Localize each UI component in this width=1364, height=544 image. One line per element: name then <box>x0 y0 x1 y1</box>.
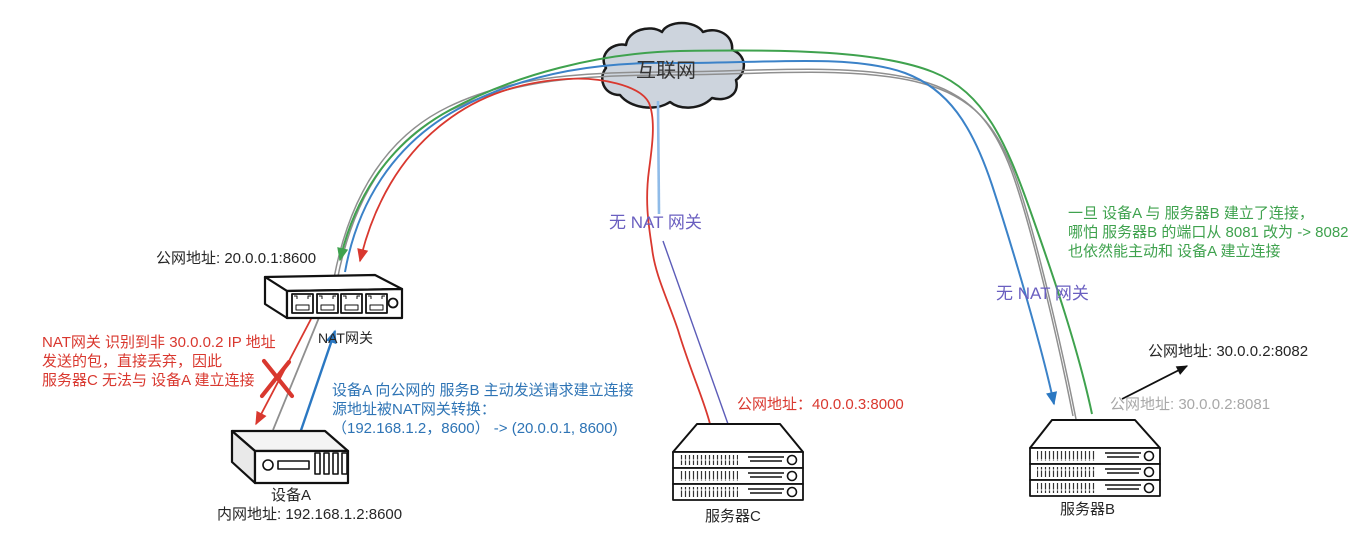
red-note: NAT网关 识别到非 30.0.0.2 IP 地址 发送的包，直接丢弃，因此 服… <box>42 333 276 390</box>
server-c-icon <box>672 423 804 501</box>
blue-note-line1: 设备A 向公网的 服务B 主动发送请求建立连接 <box>332 382 634 399</box>
blue-request-arrow <box>295 329 337 443</box>
nat-gateway-label: NAT网关 <box>318 330 373 346</box>
server-b-address-old: 公网地址: 30.0.0.2:8081 <box>1110 396 1271 413</box>
green-note-line3: 也依然能主动和 设备A 建立连接 <box>1068 243 1281 260</box>
internet-label: 互联网 <box>636 60 696 82</box>
port-change-arrow <box>1121 365 1189 400</box>
red-note-line2: 发送的包，直接丢弃，因此 <box>42 353 223 370</box>
green-note: 一旦 设备A 与 服务器B 建立了连接， 哪怕 服务器B 的端口从 8081 改… <box>1068 204 1349 261</box>
blocked-x-mark <box>259 358 295 399</box>
green-note-line1: 一旦 设备A 与 服务器B 建立了连接， <box>1068 205 1314 222</box>
server-b-icon <box>1029 419 1161 497</box>
blue-flow-line <box>344 59 1058 406</box>
light-blue-link-line <box>656 100 661 215</box>
no-nat-label-middle: 无 NAT 网关 <box>609 213 702 232</box>
nat-public-address: 公网地址: 20.0.0.1:8600 <box>156 250 317 267</box>
server-c-public-address: 公网地址：40.0.0.3:8000 <box>737 396 904 413</box>
internet-cloud-icon <box>601 21 745 109</box>
no-nat-label-right: 无 NAT 网关 <box>996 284 1089 303</box>
server-b-label: 服务器B <box>1060 501 1116 518</box>
device-a-label: 设备A <box>271 487 312 504</box>
blue-note-line3: （192.168.1.2，8600） -> (20.0.0.1, 8600) <box>332 420 618 437</box>
green-note-line2: 哪怕 服务器B 的端口从 8081 改为 -> 8082 <box>1068 224 1349 241</box>
red-note-line1: NAT网关 识别到非 30.0.0.2 IP 地址 <box>42 334 276 351</box>
device-a-icon <box>230 429 350 485</box>
server-c-label: 服务器C <box>705 508 761 525</box>
nat-gateway-icon <box>263 273 404 320</box>
blue-note-line2: 源地址被NAT网关转换： <box>332 401 496 418</box>
red-flow-line <box>357 77 711 425</box>
device-a-internal-address: 内网地址: 192.168.1.2:8600 <box>217 506 403 523</box>
red-note-line3: 服务器C 无法与 设备A 建立连接 <box>42 372 255 389</box>
green-flow-line <box>337 49 1093 415</box>
blue-note: 设备A 向公网的 服务B 主动发送请求建立连接 源地址被NAT网关转换： （19… <box>332 381 634 438</box>
indigo-link-line <box>662 240 729 425</box>
server-b-address-new: 公网地址: 30.0.0.2:8082 <box>1148 343 1309 360</box>
